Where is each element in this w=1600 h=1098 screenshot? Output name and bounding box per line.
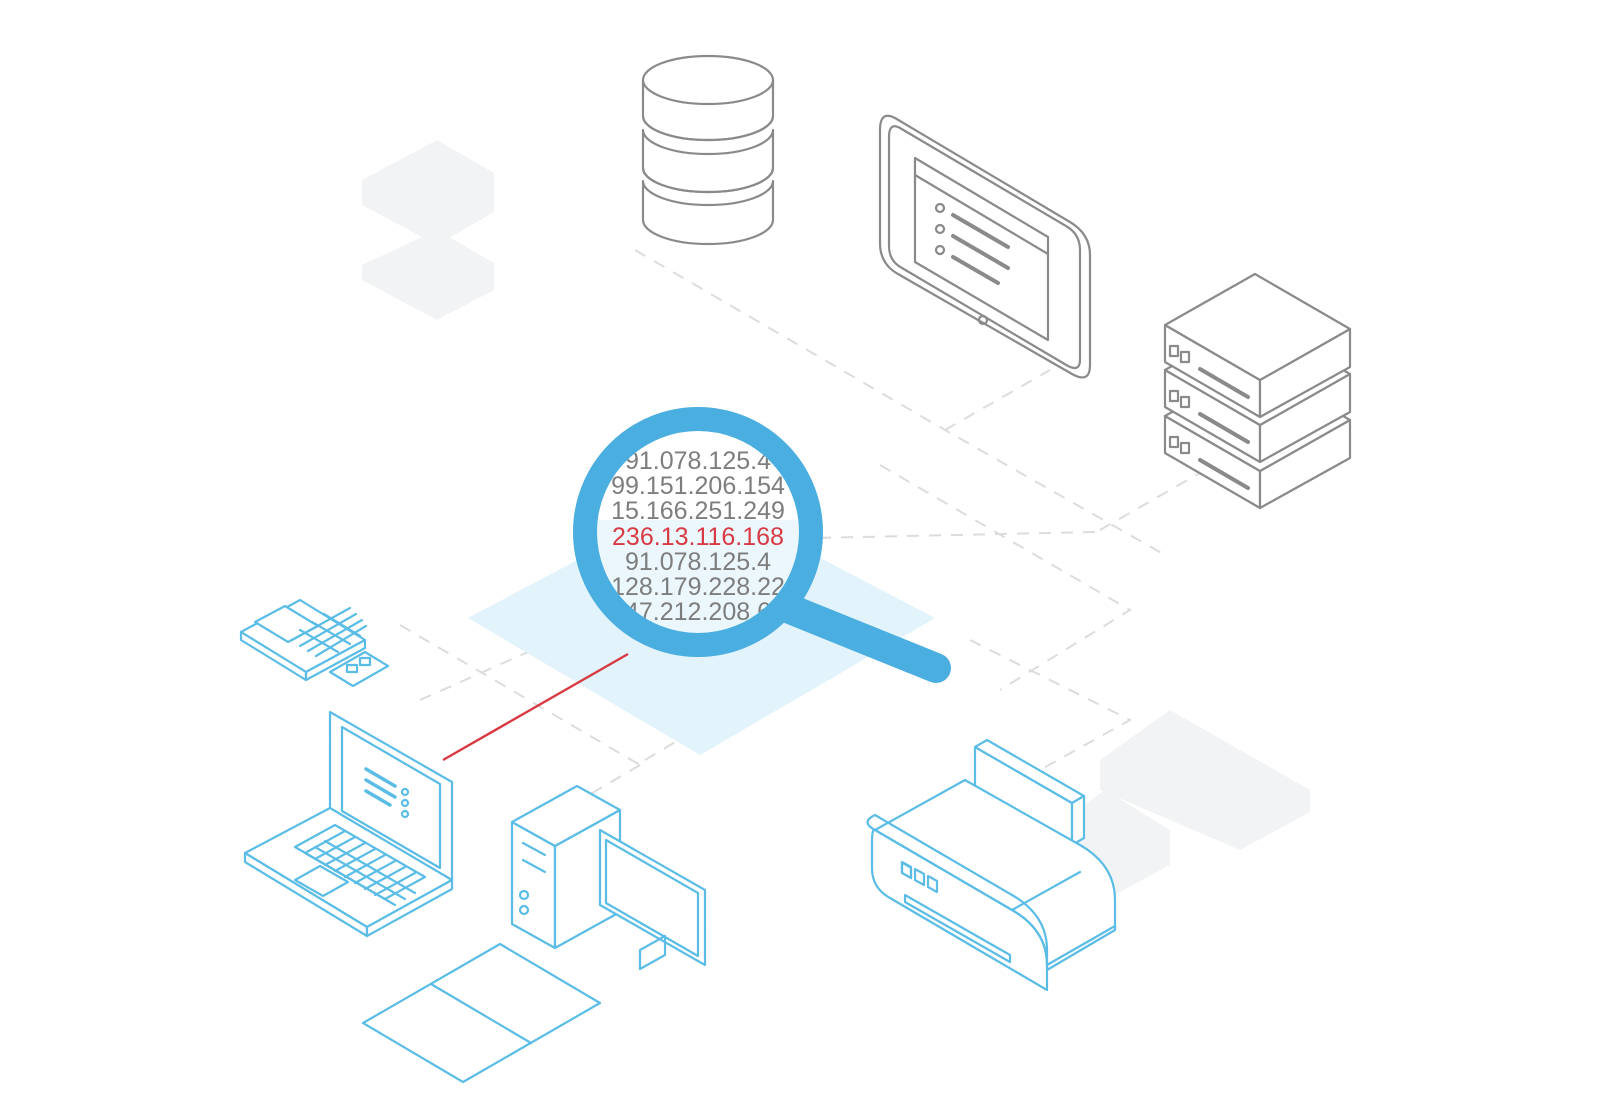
server-rack-icon: [1163, 272, 1352, 510]
magnifier-ring: [573, 407, 823, 657]
tablet-icon: [878, 114, 1092, 379]
ip-address: 99.151.206.154: [611, 472, 785, 500]
ip-address: 15.166.251.249: [611, 497, 785, 525]
ip-address: 91.078.125.4: [625, 447, 771, 475]
desktop-computer-icon: [361, 784, 707, 1084]
database-icon: [641, 54, 775, 246]
printer-icon: [866, 738, 1117, 992]
background-tiles: [362, 140, 1310, 900]
detected-link: [442, 652, 629, 762]
ip-address-highlighted: 236.13.116.168: [612, 523, 784, 551]
laptop-icon: [243, 710, 454, 938]
card-terminal-icon: [239, 598, 390, 688]
ip-address: 128.179.228.22: [611, 573, 785, 601]
magnifier-icon: 91.078.125.4 99.151.206.154 15.166.251.2…: [573, 407, 951, 683]
ip-address: 91.078.125.4: [625, 548, 771, 576]
